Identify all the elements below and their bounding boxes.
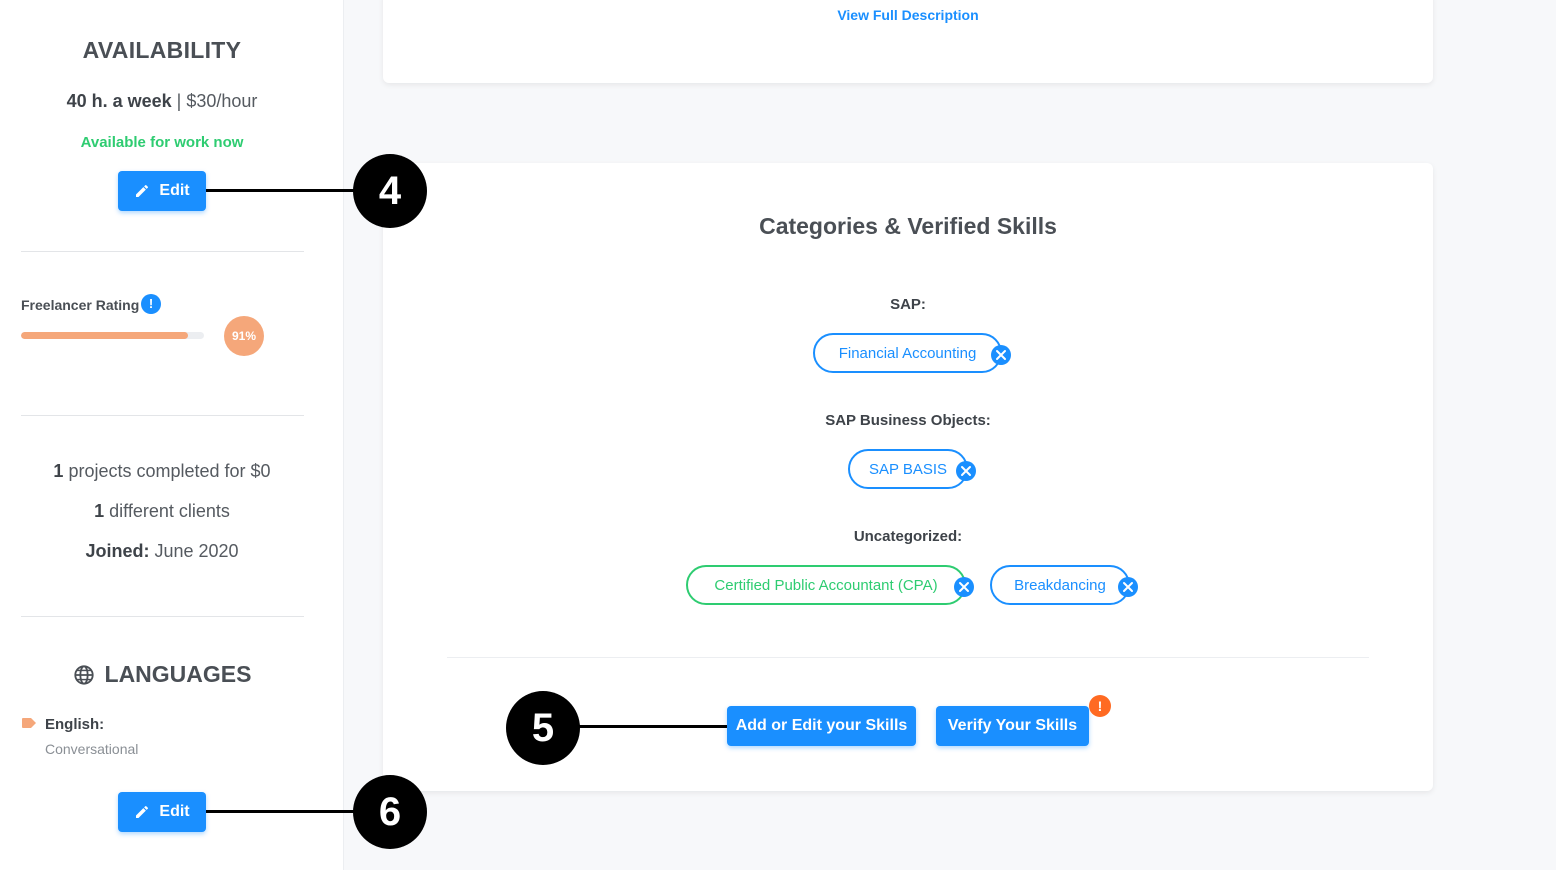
availability-summary: 40 h. a week | $30/hour — [0, 91, 324, 112]
clients-text: different clients — [109, 501, 230, 521]
close-icon — [1123, 582, 1133, 592]
skill-pill[interactable]: Financial Accounting — [813, 333, 1002, 373]
divider — [21, 415, 304, 416]
availability-status: Available for work now — [80, 134, 244, 151]
rating-progress-fill — [21, 332, 188, 339]
category-label: SAP Business Objects: — [825, 412, 991, 429]
remove-skill-button[interactable] — [1118, 577, 1138, 597]
rating-percent-badge: 91% — [224, 316, 264, 356]
verified-skill-pill[interactable]: Certified Public Accountant (CPA) — [686, 565, 966, 605]
callout-badge: 6 — [353, 775, 427, 849]
callout-line — [206, 189, 356, 192]
skill-name: SAP BASIS — [868, 460, 948, 478]
language-name: English: — [45, 716, 105, 733]
joined-stat: Joined: June 2020 — [0, 541, 324, 562]
callout-badge: 5 — [506, 691, 580, 765]
alert-icon: ! — [1089, 695, 1111, 717]
view-full-description-link[interactable]: View Full Description — [837, 7, 979, 23]
projects-count: 1 — [53, 461, 64, 481]
remove-skill-button[interactable] — [954, 577, 974, 597]
tag-icon — [22, 718, 36, 728]
divider — [21, 616, 304, 617]
verify-skills-button[interactable]: Verify Your Skills — [936, 706, 1089, 746]
clients-count: 1 — [94, 501, 105, 521]
edit-languages-button[interactable]: Edit — [118, 792, 206, 832]
close-icon — [961, 466, 971, 476]
availability-rate: $30/hour — [186, 91, 258, 111]
projects-stat: 1 projects completed for $0 — [0, 461, 324, 482]
skill-name: Breakdancing — [1014, 576, 1106, 594]
divider — [447, 657, 1369, 658]
category-label: Uncategorized: — [853, 528, 963, 545]
pencil-icon — [136, 805, 149, 818]
joined-value: June 2020 — [154, 541, 239, 561]
language-level: Conversational — [45, 741, 139, 757]
joined-label: Joined: — [85, 541, 150, 561]
globe-icon — [73, 664, 94, 685]
close-icon — [959, 582, 969, 592]
divider — [21, 251, 304, 252]
edit-availability-button[interactable]: Edit — [118, 171, 206, 211]
skill-name: Certified Public Accountant (CPA) — [714, 576, 938, 594]
close-icon — [996, 350, 1006, 360]
availability-hours: 40 h. a week — [66, 91, 172, 111]
edit-label: Edit — [159, 182, 190, 199]
callout-line — [206, 810, 356, 813]
profile-sidebar: AVAILABILITY 40 h. a week | $30/hour Ava… — [0, 0, 344, 870]
skill-name: Financial Accounting — [838, 344, 977, 362]
availability-title: AVAILABILITY — [82, 37, 242, 63]
remove-skill-button[interactable] — [956, 461, 976, 481]
category-label: SAP: — [890, 296, 926, 313]
add-edit-skills-button[interactable]: Add or Edit your Skills — [727, 706, 916, 746]
callout-line — [575, 725, 727, 728]
remove-skill-button[interactable] — [991, 345, 1011, 365]
clients-stat: 1 different clients — [0, 501, 324, 522]
availability-separator: | — [176, 91, 182, 111]
pencil-icon — [136, 184, 149, 197]
description-card — [383, 0, 1433, 83]
languages-header: LANGUAGES — [0, 661, 324, 688]
edit-label: Edit — [159, 803, 190, 820]
rating-progress-bar — [21, 332, 204, 339]
info-icon[interactable]: ! — [141, 294, 161, 314]
languages-title: LANGUAGES — [104, 661, 252, 687]
skills-card-title: Categories & Verified Skills — [759, 213, 1057, 239]
skill-pill[interactable]: SAP BASIS — [848, 449, 968, 489]
projects-text: projects completed for $0 — [68, 461, 271, 481]
skill-pill[interactable]: Breakdancing — [990, 565, 1130, 605]
freelancer-rating-label: Freelancer Rating — [21, 297, 140, 313]
callout-badge: 4 — [353, 154, 427, 228]
